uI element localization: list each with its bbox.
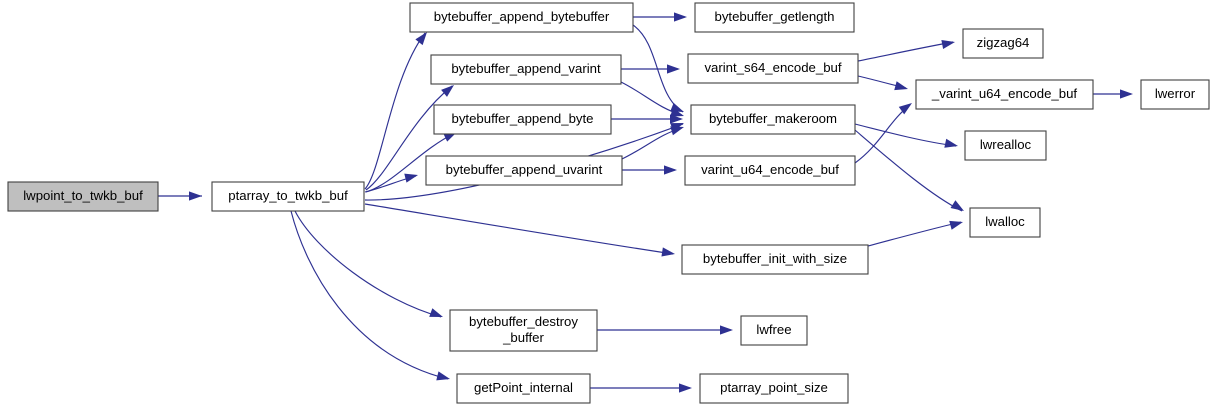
arrow-head-lwalloc	[950, 200, 964, 211]
node-lwrealloc[interactable]: lwrealloc	[964, 130, 1047, 161]
node-bytebuffer_append_bytebuffer[interactable]: bytebuffer_append_bytebuffer	[409, 2, 634, 33]
node-getPoint_internal[interactable]: getPoint_internal	[456, 373, 591, 404]
node-box-lwrealloc[interactable]	[964, 130, 1047, 161]
node-box-bytebuffer_append_bytebuffer[interactable]	[409, 2, 634, 33]
node-box-bytebuffer_append_byte[interactable]	[433, 104, 612, 135]
arrow-head-varint_s64_encode_buf	[667, 64, 680, 74]
node-box-bytebuffer_destroy_buffer[interactable]	[449, 309, 598, 352]
edge-bytebuffer_makeroom-to-lwalloc	[854, 129, 963, 212]
arrow-head-lwrealloc	[944, 138, 958, 148]
arrow-head-bytebuffer_append_bytebuffer	[415, 32, 427, 46]
arrow-head-lwalloc-2	[949, 220, 963, 230]
arrow-head-bytebuffer_append_uvarint	[404, 173, 418, 183]
arrow-head-bytebuffer_getlength	[674, 12, 687, 22]
node-bytebuffer_append_byte[interactable]: bytebuffer_append_byte	[433, 104, 612, 135]
node-box-_varint_u64_encode_buf[interactable]	[915, 79, 1094, 110]
node-box-lwfree[interactable]	[740, 315, 808, 346]
node-box-varint_u64_encode_buf[interactable]	[684, 155, 856, 186]
arrow-head-bytebuffer_makeroom-5	[670, 126, 684, 136]
node-ptarray_to_twkb_buf[interactable]: ptarray_to_twkb_buf	[211, 181, 365, 212]
node-box-getPoint_internal[interactable]	[456, 373, 591, 404]
node-lwpoint_to_twkb_buf[interactable]: lwpoint_to_twkb_buf	[7, 181, 159, 212]
edge-ptarray_to_twkb_buf-to-bytebuffer_destroy_buffer	[294, 210, 442, 318]
node-box-bytebuffer_append_varint[interactable]	[430, 54, 622, 85]
edge-varint_u64_encode_buf-to-_varint_u64_encode_buf	[854, 104, 911, 164]
arrow-head-bytebuffer_makeroom-3	[670, 107, 684, 117]
node-bytebuffer_destroy_buffer[interactable]: bytebuffer_destroy_buffer	[449, 309, 598, 352]
edge-ptarray_to_twkb_buf-to-getPoint_internal	[290, 210, 449, 380]
arrow-head-lwfree	[720, 325, 733, 335]
node-box-lwpoint_to_twkb_buf[interactable]	[7, 181, 159, 212]
arrow-head-getPoint_internal	[436, 371, 450, 381]
node-box-lwalloc[interactable]	[969, 207, 1041, 238]
node-ptarray_point_size[interactable]: ptarray_point_size	[699, 373, 849, 404]
node-box-zigzag64[interactable]	[962, 28, 1044, 59]
edge-ptarray_to_twkb_buf-to-bytebuffer_append_byte	[365, 132, 456, 193]
node-box-ptarray_point_size[interactable]	[699, 373, 849, 404]
arrow-heads-layer	[189, 12, 1133, 393]
arrow-head-_varint_u64_encode_buf	[894, 81, 908, 91]
edge-bytebuffer_init_with_size-to-lwalloc	[867, 221, 962, 247]
arrow-head-bytebuffer_makeroom-4	[670, 114, 683, 124]
arrow-head-ptarray_to_twkb_buf	[189, 191, 202, 201]
node-bytebuffer_append_uvarint[interactable]: bytebuffer_append_uvarint	[425, 155, 623, 186]
arrow-head-bytebuffer_destroy_buffer	[429, 308, 443, 317]
arrow-head-ptarray_point_size	[679, 383, 692, 393]
arrow-head-lwerror	[1120, 89, 1133, 99]
node-box-bytebuffer_append_uvarint[interactable]	[425, 155, 623, 186]
arrow-head-bytebuffer_append_varint	[441, 85, 454, 97]
edge-ptarray_to_twkb_buf-to-bytebuffer_init_with_size	[364, 203, 674, 255]
node-lwerror[interactable]: lwerror	[1140, 79, 1210, 110]
edge-ptarray_to_twkb_buf-to-bytebuffer_append_varint	[365, 85, 453, 191]
node-_varint_u64_encode_buf[interactable]: _varint_u64_encode_buf	[915, 79, 1094, 110]
node-box-bytebuffer_init_with_size[interactable]	[681, 244, 869, 275]
node-box-bytebuffer_getlength[interactable]	[694, 2, 855, 33]
node-box-varint_s64_encode_buf[interactable]	[687, 53, 859, 84]
node-varint_s64_encode_buf[interactable]: varint_s64_encode_buf	[687, 53, 859, 84]
node-bytebuffer_makeroom[interactable]: bytebuffer_makeroom	[690, 104, 856, 135]
arrow-head-_varint_u64_encode_buf-2	[898, 103, 912, 115]
node-bytebuffer_append_varint[interactable]: bytebuffer_append_varint	[430, 54, 622, 85]
node-lwfree[interactable]: lwfree	[740, 315, 808, 346]
arrow-head-bytebuffer_init_with_size	[661, 247, 675, 257]
node-box-ptarray_to_twkb_buf[interactable]	[211, 181, 365, 212]
arrow-head-zigzag64	[941, 39, 955, 49]
node-bytebuffer_init_with_size[interactable]: bytebuffer_init_with_size	[681, 244, 869, 275]
node-zigzag64[interactable]: zigzag64	[962, 28, 1044, 59]
node-box-lwerror[interactable]	[1140, 79, 1210, 110]
node-lwalloc[interactable]: lwalloc	[969, 207, 1041, 238]
edge-ptarray_to_twkb_buf-to-bytebuffer_append_bytebuffer	[364, 32, 426, 190]
node-bytebuffer_getlength[interactable]: bytebuffer_getlength	[694, 2, 855, 33]
node-box-bytebuffer_makeroom[interactable]	[690, 104, 856, 135]
node-varint_u64_encode_buf[interactable]: varint_u64_encode_buf	[684, 155, 856, 186]
arrow-head-varint_u64_encode_buf	[664, 165, 677, 175]
edge-varint_s64_encode_buf-to-zigzag64	[857, 41, 954, 62]
